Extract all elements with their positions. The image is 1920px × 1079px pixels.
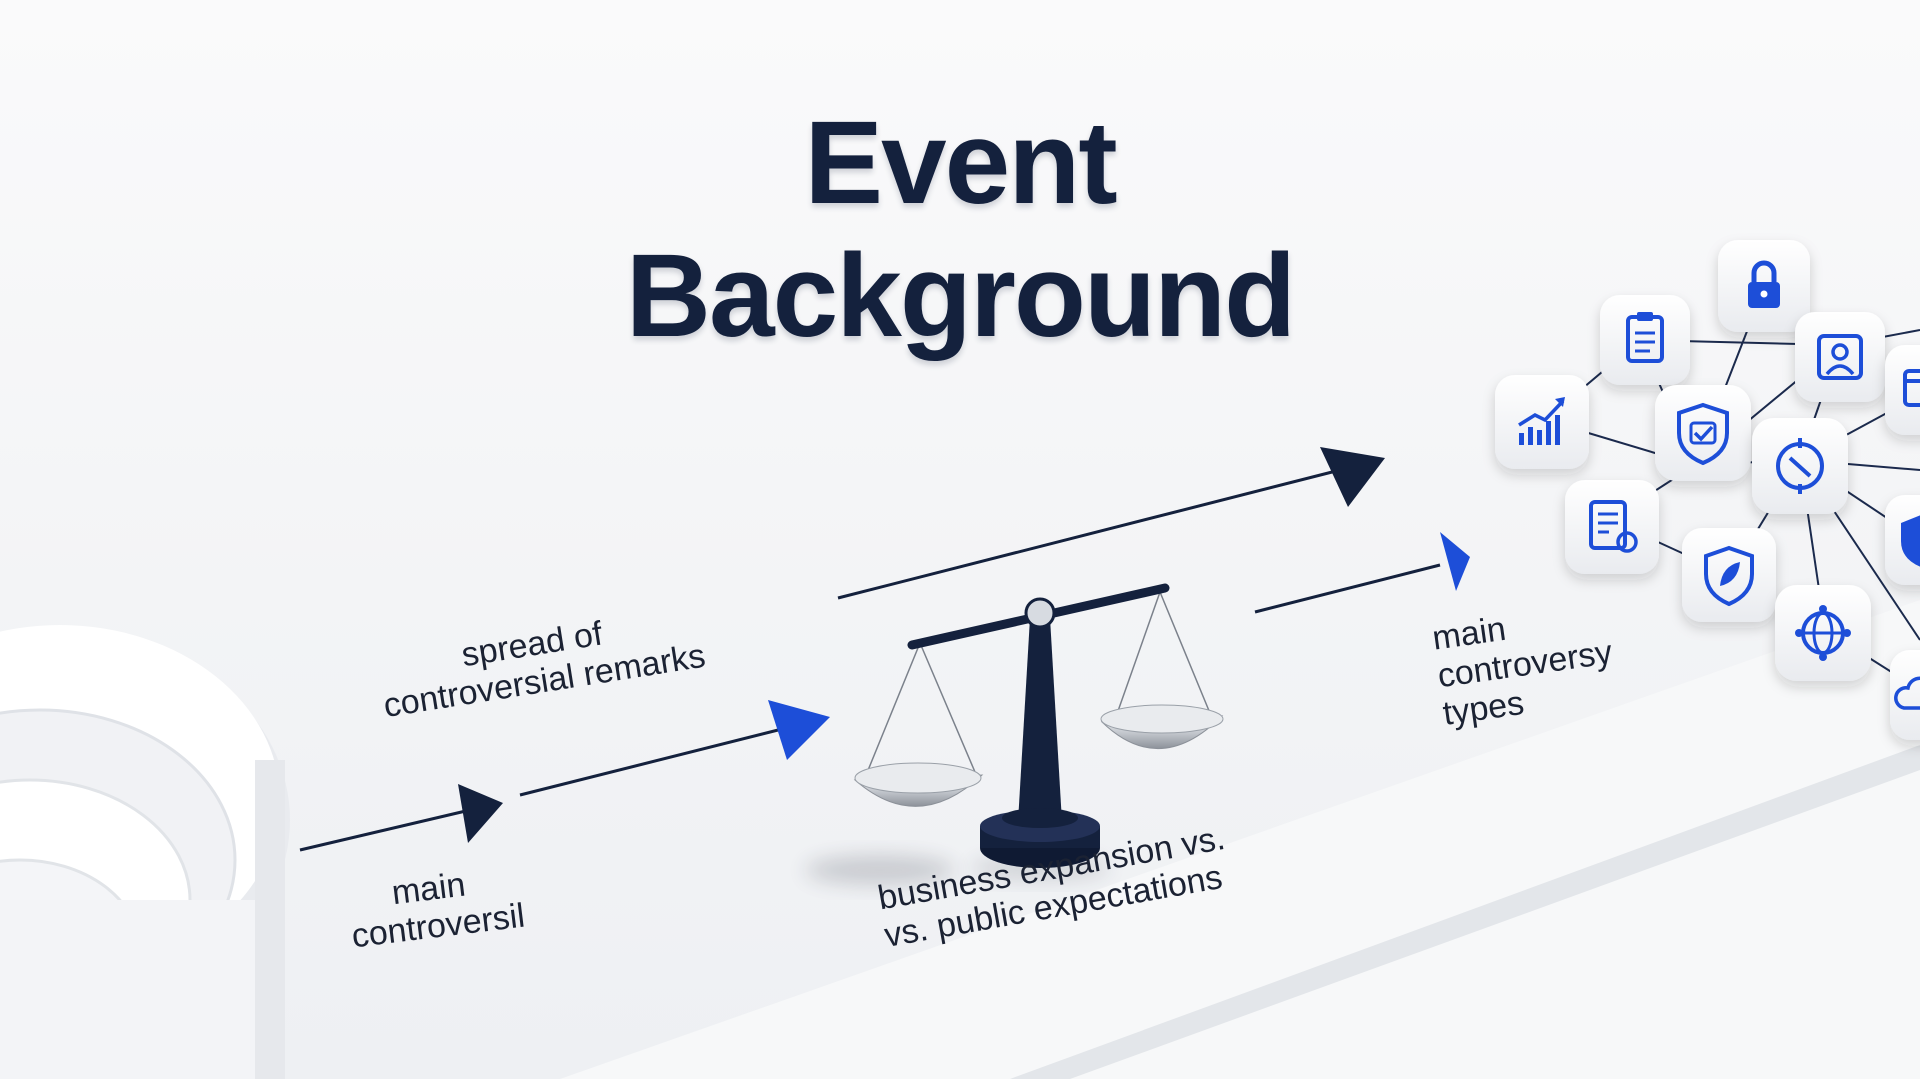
shield-icon	[1885, 495, 1920, 585]
controversy-types-label: main controversy types	[1430, 596, 1620, 733]
title-line-2: Background	[625, 230, 1296, 362]
shield-leaf-icon	[1682, 528, 1776, 622]
balance-scale-icon	[805, 583, 1224, 885]
growth-chart-icon	[1495, 375, 1589, 469]
document-review-icon	[1565, 480, 1659, 574]
lock-icon	[1718, 240, 1810, 332]
shield-check-icon	[1655, 385, 1751, 481]
arrow-right-blue	[1254, 532, 1470, 614]
clipboard-icon	[1600, 295, 1690, 385]
arrow-left-upper	[519, 700, 830, 797]
browser-window-icon	[1885, 345, 1920, 435]
arrow-left-lower	[299, 784, 503, 852]
platform-edge	[1010, 745, 1920, 1079]
title-line-1: Event	[804, 97, 1117, 229]
platform-surface	[560, 600, 1920, 1079]
target-icon	[1752, 418, 1848, 514]
user-profile-icon	[1795, 312, 1885, 402]
cloud-icon	[1890, 650, 1920, 740]
concentric-rings-decoration	[0, 625, 290, 1079]
arrow-top-long	[837, 447, 1385, 600]
globe-network-icon	[1775, 585, 1871, 681]
